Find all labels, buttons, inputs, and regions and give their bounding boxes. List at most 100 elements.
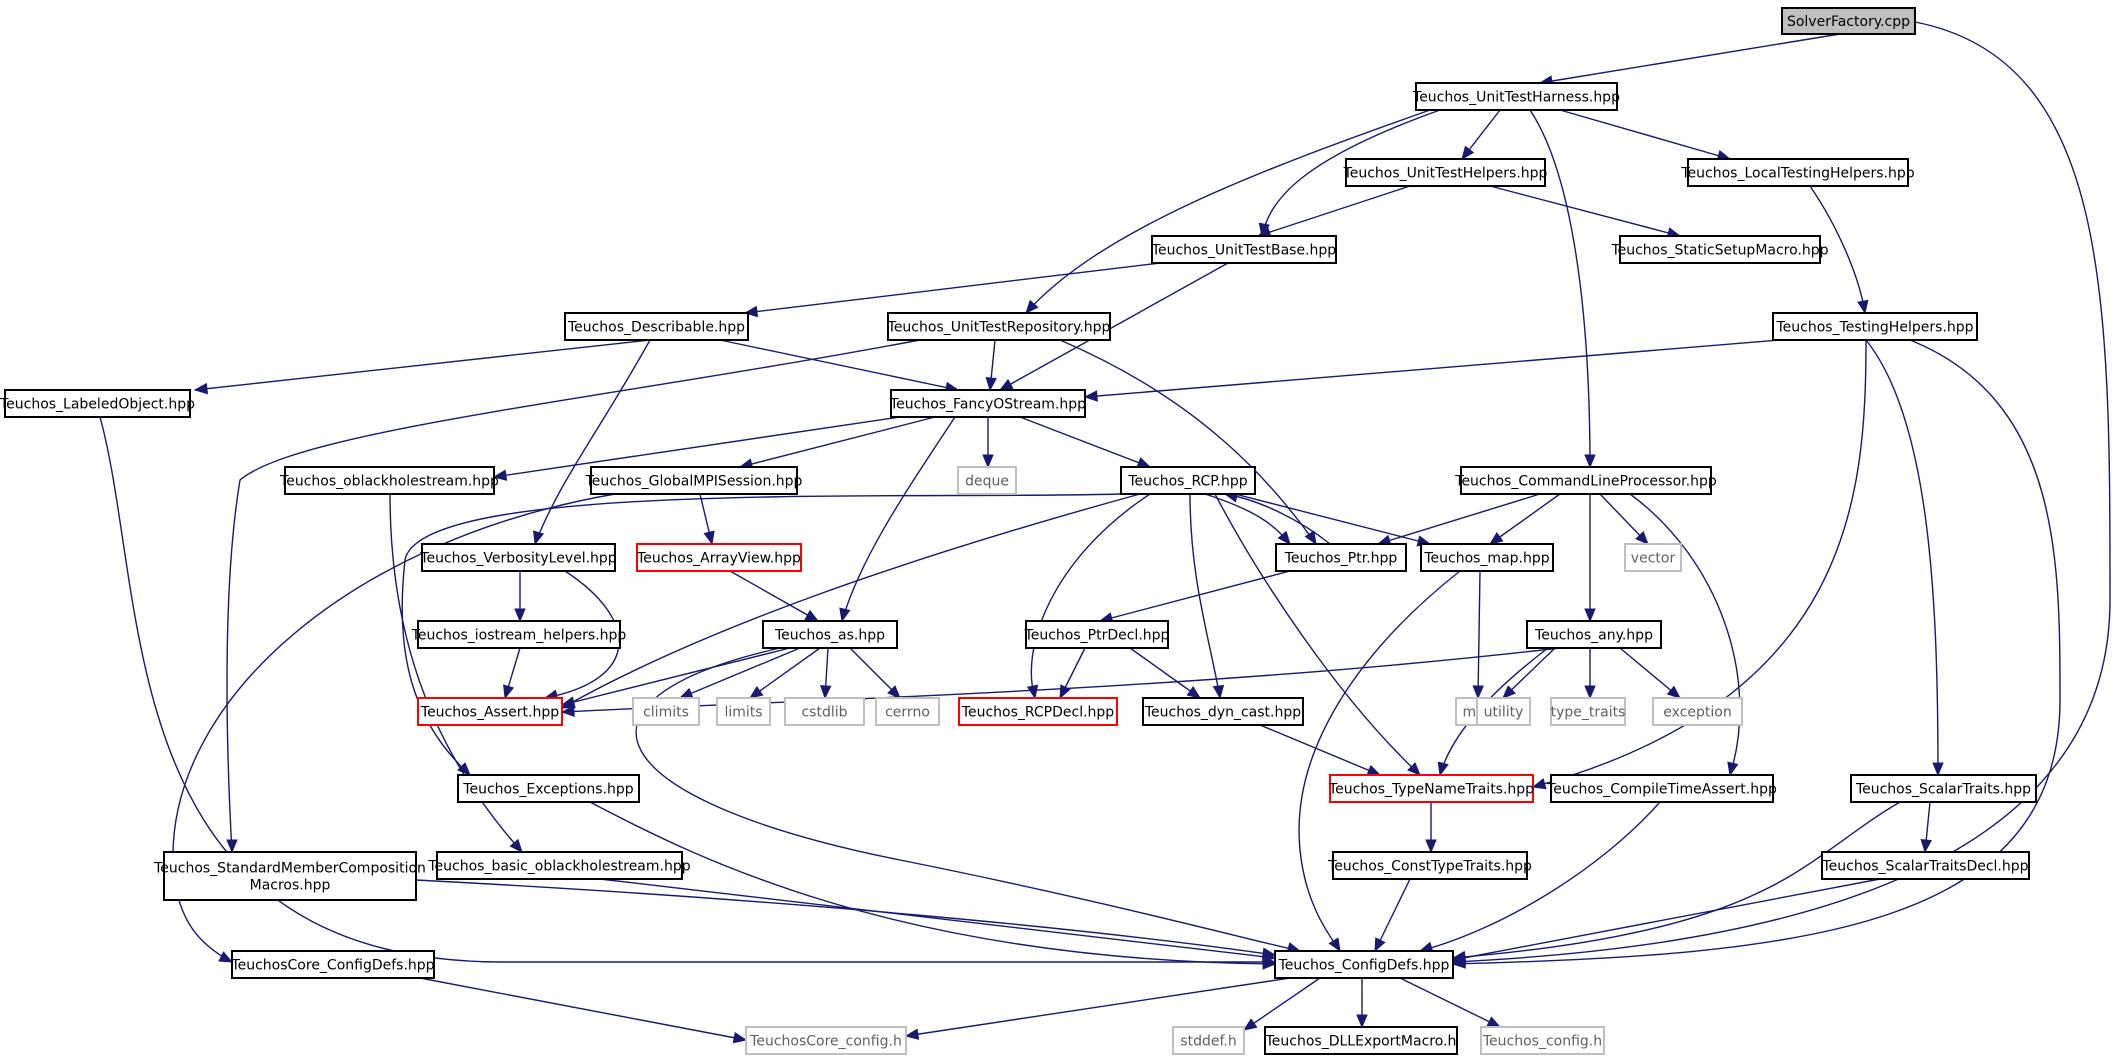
node-box	[1274, 950, 1454, 979]
node-label: Teuchos_VerbosityLevel.hpp	[419, 551, 617, 567]
node-box	[564, 312, 749, 341]
edge-n14-to-n32	[1189, 493, 1221, 699]
node-n27[interactable]: climits	[632, 697, 700, 726]
node-n30[interactable]: cerrno	[875, 697, 940, 726]
node-n15[interactable]: Teuchos_CommandLineProcessor.hpp	[1454, 466, 1717, 495]
node-n37[interactable]: Teuchos_TypeNameTraits.hpp	[1328, 774, 1534, 803]
node-label: Teuchos_TypeNameTraits.hpp	[1328, 782, 1534, 798]
node-n17[interactable]: Teuchos_ArrayView.hpp	[636, 543, 802, 572]
node-n33[interactable]: utility	[1476, 697, 1531, 726]
node-n23[interactable]: Teuchos_PtrDecl.hpp	[1024, 620, 1170, 649]
arrowhead-n14-to-n31	[1026, 684, 1039, 700]
node-n13[interactable]: deque	[957, 466, 1017, 495]
node-box	[1550, 774, 1774, 803]
arrowhead-n15-to-n38	[1727, 761, 1739, 777]
node-box	[1624, 543, 1682, 572]
node-n25[interactable]: Teuchos_any.hpp	[1526, 620, 1662, 649]
edge-n1-to-n7	[1025, 109, 1431, 314]
node-n28[interactable]: limits	[716, 697, 771, 726]
node-n0[interactable]: SolverFactory.cpp	[1781, 7, 1916, 35]
arrowhead-n10-to-n11	[492, 469, 508, 481]
node-n5[interactable]: Teuchos_StaticSetupMacro.hpp	[1610, 235, 1829, 264]
edge-n23-to-n32	[1129, 647, 1201, 699]
node-n32[interactable]: Teuchos_dyn_cast.hpp	[1142, 697, 1304, 726]
node-n14[interactable]: Teuchos_RCP.hpp	[1120, 466, 1256, 495]
edge-n6-to-n9	[194, 339, 651, 391]
node-n26[interactable]: Teuchos_Assert.hpp	[417, 697, 563, 726]
node-n9[interactable]: Teuchos_LabeledObject.hpp	[0, 389, 195, 418]
node-n1[interactable]: Teuchos_UnitTestHarness.hpp	[1412, 82, 1620, 111]
node-label: vector	[1631, 551, 1676, 567]
edge-n36-to-n45	[589, 801, 1276, 965]
arrowhead-n10-to-n13	[982, 454, 994, 469]
edge-n14-to-n31	[1030, 493, 1151, 699]
node-n36[interactable]: Teuchos_Exceptions.hpp	[457, 774, 640, 803]
node-n29[interactable]: cstdlib	[784, 697, 865, 726]
node-n48[interactable]: Teuchos_DLLExportMacro.h	[1264, 1026, 1458, 1055]
node-n3[interactable]: Teuchos_LocalTestingHelpers.hpp	[1680, 158, 1915, 187]
arrowhead-n17-to-n22	[804, 609, 820, 622]
edge-n25-to-n35	[1619, 647, 1681, 699]
node-n2[interactable]: Teuchos_UnitTestHelpers.hpp	[1343, 158, 1548, 187]
node-n45[interactable]: Teuchos_ConfigDefs.hpp	[1274, 950, 1454, 979]
edge-n10-to-n12	[739, 416, 936, 468]
node-n7[interactable]: Teuchos_UnitTestRepository.hpp	[887, 312, 1111, 341]
node-n38[interactable]: Teuchos_CompileTimeAssert.hpp	[1546, 774, 1777, 803]
edge-n11-to-n41	[389, 493, 523, 853]
node-label: Teuchos_FancyOStream.hpp	[889, 397, 1086, 413]
node-box	[1415, 82, 1618, 111]
node-n39[interactable]: Teuchos_ScalarTraits.hpp	[1850, 774, 2037, 803]
edge-n7-to-n18	[1059, 339, 1317, 545]
node-n20[interactable]: vector	[1624, 543, 1682, 572]
node-n19[interactable]: Teuchos_map.hpp	[1420, 543, 1554, 572]
node-box	[4, 389, 191, 418]
node-n42[interactable]: Teuchos_ConstTypeTraits.hpp	[1327, 851, 1532, 880]
arrowhead-n1-to-n2	[1461, 145, 1475, 161]
edge-n22-to-n28	[749, 647, 821, 699]
arrowhead-n15-to-n20	[1635, 531, 1649, 545]
node-box	[1821, 851, 2030, 880]
node-n47[interactable]: stddef.h	[1172, 1026, 1245, 1055]
edge-n32-to-n37	[1259, 724, 1381, 776]
node-n6[interactable]: Teuchos_Describable.hpp	[564, 312, 749, 341]
node-n4[interactable]: Teuchos_UnitTestBase.hpp	[1151, 235, 1337, 264]
node-n21[interactable]: Teuchos_iostream_helpers.hpp	[411, 620, 627, 649]
node-label: Teuchos_any.hpp	[1534, 628, 1653, 644]
node-label: stddef.h	[1180, 1034, 1236, 1050]
node-n34[interactable]: type_traits	[1550, 697, 1626, 726]
node-n8[interactable]: Teuchos_TestingHelpers.hpp	[1772, 312, 1978, 341]
arrowhead-n19-to-n24	[1472, 685, 1484, 700]
node-n35[interactable]: exception	[1652, 697, 1743, 726]
node-n46[interactable]: TeuchosCore_config.h	[745, 1026, 907, 1055]
node-label: limits	[724, 705, 762, 721]
node-label: Teuchos_Assert.hpp	[420, 705, 559, 721]
node-n22[interactable]: Teuchos_as.hpp	[762, 620, 898, 649]
edge-n10-to-n22	[841, 416, 956, 622]
node-n16[interactable]: Teuchos_VerbosityLevel.hpp	[419, 543, 617, 572]
node-box	[1025, 620, 1169, 649]
node-box	[457, 774, 640, 803]
node-n31[interactable]: Teuchos_RCPDecl.hpp	[958, 697, 1118, 726]
node-n18[interactable]: Teuchos_Ptr.hpp	[1275, 543, 1407, 572]
node-n41[interactable]: Teuchos_basic_oblackholestream.hpp	[427, 851, 691, 880]
arrowhead-n14-to-n36	[457, 762, 471, 776]
node-n49[interactable]: Teuchos_config.h	[1480, 1026, 1605, 1055]
node-label: TeuchosCore_ConfigDefs.hpp	[230, 958, 434, 974]
node-n12[interactable]: Teuchos_GlobalMPISession.hpp	[585, 466, 803, 495]
arrowhead-n22-to-n26	[560, 696, 576, 708]
node-box	[231, 950, 435, 979]
node-label: Teuchos_ScalarTraitsDecl.hpp	[1821, 859, 2028, 875]
node-n11[interactable]: Teuchos_oblackholestream.hpp	[279, 466, 499, 495]
node-n40[interactable]: Teuchos_StandardMemberCompositionMacros.…	[153, 851, 426, 901]
node-box	[1652, 697, 1743, 726]
edge-n8-to-n10	[1084, 339, 1781, 398]
edge-n10-to-n11	[493, 416, 901, 478]
node-n43[interactable]: Teuchos_ScalarTraitsDecl.hpp	[1821, 851, 2030, 880]
edge-n45-to-n47	[1243, 977, 1321, 1031]
node-n10[interactable]: Teuchos_FancyOStream.hpp	[889, 389, 1086, 418]
arrowhead-n45-to-n48	[1356, 1014, 1368, 1029]
edge-n17-to-n22	[729, 570, 819, 622]
node-box	[1781, 7, 1916, 35]
edge-n14-to-n26	[561, 493, 1141, 709]
node-n44[interactable]: TeuchosCore_ConfigDefs.hpp	[230, 950, 435, 979]
